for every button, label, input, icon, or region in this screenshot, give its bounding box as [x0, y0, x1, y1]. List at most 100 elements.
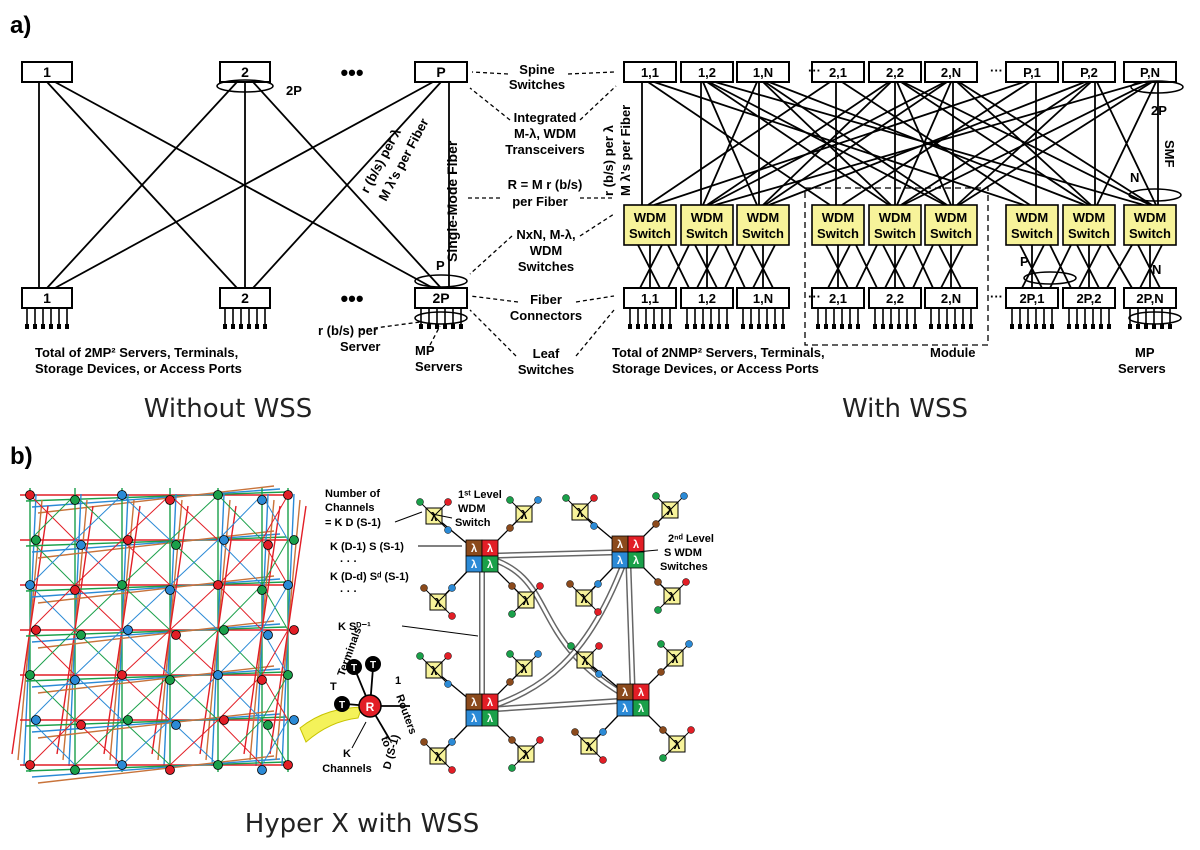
cube-node [283, 760, 293, 770]
link [912, 244, 934, 289]
server-port [1152, 324, 1156, 329]
hub-cell [632, 699, 650, 717]
lambda-label: λ [581, 592, 588, 606]
cube-edge [261, 629, 289, 676]
link [1049, 244, 1072, 289]
server-port [741, 324, 745, 329]
left-spine-label: P [436, 64, 445, 80]
mp-servers: Servers [415, 359, 463, 374]
lambda-label: λ [622, 703, 628, 715]
link [647, 81, 831, 206]
server-port [644, 324, 648, 329]
smf-label: SMF [1162, 140, 1177, 168]
server-port [239, 324, 243, 329]
terminal-dot [657, 640, 665, 648]
terminal-dot [444, 680, 452, 688]
link [1139, 244, 1163, 289]
server-port [1144, 324, 1148, 329]
spine-label: 2,2 [886, 65, 904, 80]
cube-node [117, 670, 127, 680]
lambda-label: λ [582, 654, 589, 668]
cube-node [76, 630, 86, 640]
server-port [652, 324, 656, 329]
spine-label: 1,N [753, 65, 773, 80]
router-label: R [366, 700, 375, 714]
wdm-label: Switch [742, 226, 784, 241]
r-label: per Fiber [512, 194, 568, 209]
cube-edge [29, 629, 76, 676]
terminal-label: T [351, 663, 357, 674]
leaf-switch [680, 287, 734, 309]
server-port [897, 324, 901, 329]
cube-edge [37, 710, 275, 739]
panel-a-label: a) [10, 12, 31, 39]
server-port [961, 324, 965, 329]
lambda-label: λ [431, 664, 438, 678]
cube-edge [261, 584, 289, 631]
spine-label: 2,1 [829, 65, 847, 80]
leaf-switch [1005, 287, 1059, 309]
left-leaf-1 [21, 287, 73, 309]
server-ellipse [414, 311, 468, 325]
total-line: Storage Devices, or Access Ports [35, 361, 242, 376]
label-2p: 2P [286, 83, 302, 98]
wdm-label: Switch [1068, 226, 1110, 241]
cube-edge [29, 584, 76, 631]
server-port [969, 324, 973, 329]
level2-label: S WDM [664, 547, 702, 559]
server-port [1168, 324, 1172, 329]
cube-node [117, 490, 127, 500]
terminal-dot [657, 668, 665, 676]
r-label: R = M r (b/s) [508, 177, 583, 192]
server-port [1091, 324, 1095, 329]
left-spine-2 [219, 61, 271, 83]
terminal-dot [536, 736, 544, 744]
link [653, 81, 1025, 206]
link [702, 81, 758, 206]
terminal-dot [685, 640, 693, 648]
cube-edge [31, 578, 281, 598]
lambda-label: λ [471, 697, 477, 709]
lambda-label: λ [622, 687, 628, 699]
routers-label: Routers [393, 693, 418, 736]
cube-node [117, 580, 127, 590]
cube-edge [121, 584, 171, 631]
terminal-dot [420, 584, 428, 592]
spine-switch [680, 61, 734, 83]
cube-node [76, 540, 86, 550]
server-port [873, 324, 877, 329]
link [696, 244, 720, 289]
terminal-dot [508, 610, 516, 618]
nxn-label: WDM [530, 243, 563, 258]
wdm-label: Switch [874, 226, 916, 241]
module-box [804, 187, 989, 346]
server-port [953, 324, 957, 329]
server-port [905, 324, 909, 329]
wdm-switch [623, 204, 677, 246]
dots: ··· [808, 63, 821, 78]
server-port [913, 324, 917, 329]
dots: ··· [990, 63, 1003, 78]
cube-node [171, 540, 181, 550]
link [54, 81, 434, 289]
server-port [1099, 324, 1103, 329]
leaf-switch [623, 287, 677, 309]
level2-label: 2ⁿᵈ Level [668, 533, 714, 545]
wdm-label: WDM [1134, 210, 1167, 225]
label-p: P [436, 258, 445, 273]
leaf-label: 1,N [753, 291, 773, 306]
cube-edge [29, 719, 76, 766]
cube-node [70, 585, 80, 595]
server-ellipse [1128, 311, 1182, 325]
cube-node [70, 675, 80, 685]
lambda-label: λ [667, 504, 674, 518]
server-port [1026, 324, 1030, 329]
cube-node [123, 535, 133, 545]
spine-label: P,2 [1080, 65, 1098, 80]
link [900, 81, 1090, 206]
wdm-switch [811, 204, 865, 246]
cube-edge [217, 719, 263, 766]
trunk [626, 551, 635, 701]
terminal-dot [448, 584, 456, 592]
group-ellipse [1023, 271, 1077, 285]
